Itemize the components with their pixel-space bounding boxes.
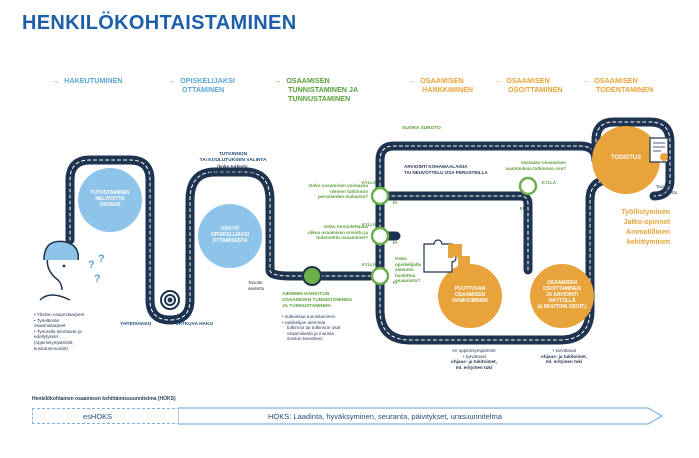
kylla-3: KYLLÄ bbox=[362, 262, 376, 267]
junction-start bbox=[302, 266, 322, 286]
junction-3 bbox=[370, 266, 390, 286]
ei-2: EI bbox=[393, 240, 397, 245]
circle-hakeutuminen bbox=[78, 168, 142, 232]
junction-2 bbox=[370, 226, 390, 246]
tutkinnon-valinta: TUTKINNON TAI KOULUTUKSEN VALINTA (koko … bbox=[199, 152, 267, 175]
hank-note: eri oppimisympäristöt + tarvittavat ohja… bbox=[451, 348, 497, 370]
osoit-note: + tarvittavat ohjaus- ja tukitoimet, ml.… bbox=[541, 348, 587, 365]
outcomes-list: Työllistyminen Jatko-opinnot Ammatilline… bbox=[621, 209, 671, 246]
needs-list: • Yksilön osaamistarpeet • Työelämän osa… bbox=[34, 312, 85, 351]
spiral-icon bbox=[160, 290, 180, 310]
eshoks-bar: esHOKS bbox=[32, 408, 180, 424]
circle-osoittaminen bbox=[530, 264, 594, 328]
kylla-2: KYLLÄ bbox=[362, 222, 376, 227]
circle-todistus bbox=[592, 126, 660, 194]
phase-hakeutuminen: →HAKEUTUMINEN bbox=[52, 76, 123, 85]
label-jatkuva-haku: JATKUVA HAKU bbox=[176, 322, 213, 327]
hoks-main: HOKS: Laadinta, hyväksyminen, seuranta, … bbox=[268, 411, 502, 421]
aiemmin-bullets: • suttiessaa tunnistaminen • opiskelijan… bbox=[282, 314, 341, 342]
phase-osoittaminen: →OSAAMISEN OSOITTAMINEN bbox=[494, 76, 563, 94]
junction-1 bbox=[370, 186, 390, 206]
certificate-icon bbox=[649, 137, 669, 163]
page-title: HENKILÖKOHTAISTAMINEN bbox=[22, 12, 297, 34]
hoks-title: Henkilökohtainen osaamisen kehittämissuu… bbox=[32, 396, 176, 402]
phase-ottaminen: →OPISKELIJAKSI OTTAMINEN bbox=[168, 76, 235, 94]
ei-4: EI bbox=[520, 206, 524, 211]
suora-suoto: SUORA SUROTO bbox=[402, 126, 441, 131]
phase-hankkiminen: →OSAAMISEN HANKKIMINEN bbox=[408, 76, 474, 94]
road-network bbox=[65, 117, 675, 345]
hoks-arrow bbox=[178, 407, 664, 425]
label-hakeutuminen-circle: TUTUSTAMINEN NELIVOITTA OHJAUS bbox=[90, 190, 130, 208]
aiemmin-hankitun: AIEMMIN HANKITUN OSAAMISEN TUNNISTAMINEN… bbox=[282, 292, 352, 309]
person-icon bbox=[39, 240, 79, 301]
label-todistus-circle: TODISTUS bbox=[610, 155, 642, 161]
circle-ottaminen bbox=[198, 204, 262, 268]
junction-4 bbox=[518, 176, 538, 196]
kylla-1: KYLLÄ bbox=[362, 180, 376, 185]
arviointi-label: ARVIOINTI KOHAMAALAISIA TAI NEUVOTTELU O… bbox=[404, 164, 488, 175]
ei-1: EI bbox=[393, 200, 397, 205]
label-osoittaminen-circle: OSAAMISEN OSOITTAMINEN JA ARVIOINTI NÄYT… bbox=[537, 280, 587, 310]
question-mark-3: ? bbox=[94, 273, 101, 285]
kylla-4: KYLLÄ bbox=[542, 180, 556, 185]
label-ottaminen-circle: HÄKYÖ OPISKELIJAKSI OTTAMISESTA bbox=[210, 226, 250, 244]
puzzle-icon bbox=[423, 239, 470, 273]
label-yhteishaku: YHTEISHAKU bbox=[120, 322, 152, 327]
question-mark-1: ? bbox=[88, 259, 95, 271]
label-hankkiminen-circle: PUUTTUVAN OSAAMISEN HANKKIMINEN bbox=[452, 286, 488, 304]
tavoite-asetettu: Tavoite asetettu bbox=[248, 280, 265, 291]
ei-3: EI bbox=[393, 280, 397, 285]
circle-hankkiminen bbox=[438, 264, 502, 328]
tavoite-saavutettu: Tavoite saavutettu bbox=[656, 184, 678, 195]
phase-todentaminen: →OSAAMISEN TODENTAMINEN bbox=[582, 76, 654, 94]
question-mark-2: ? bbox=[98, 253, 105, 265]
phase-tunnistaminen: →OSAAMISEN TUNNISTAMINEN JA TUNNUSTAMINE… bbox=[274, 76, 359, 103]
